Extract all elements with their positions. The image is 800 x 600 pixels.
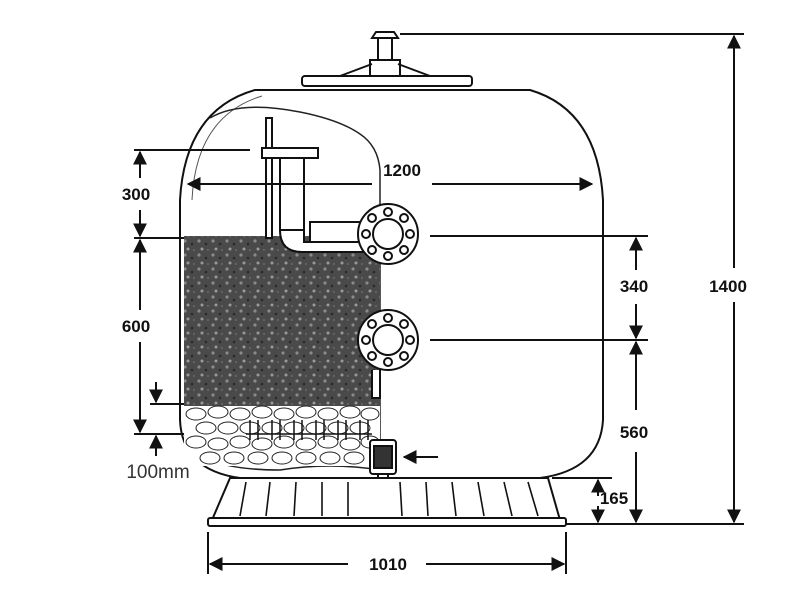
top-lid [301,31,473,87]
dim-port-spacing: 340 [620,277,648,296]
base-stand [207,477,567,527]
gravel-layer [184,405,380,466]
dim-media-depth: 600 [122,317,150,336]
dim-top-zone: 300 [122,185,150,204]
drain-valve [369,439,397,483]
dim-total-height: 1400 [709,277,747,296]
dim-base-width: 1010 [369,555,407,574]
cutaway-outline [197,106,381,471]
dim-lower-port-height: 560 [620,423,648,442]
inlet-diffuser [261,117,381,253]
lower-port-flange [357,309,419,399]
dim-base-height: 165 [600,489,628,508]
dim-gravel-layer: 100mm [126,462,189,483]
upper-port-flange [357,203,419,265]
filter-media [184,236,380,406]
dim-diameter: 1200 [383,161,421,180]
